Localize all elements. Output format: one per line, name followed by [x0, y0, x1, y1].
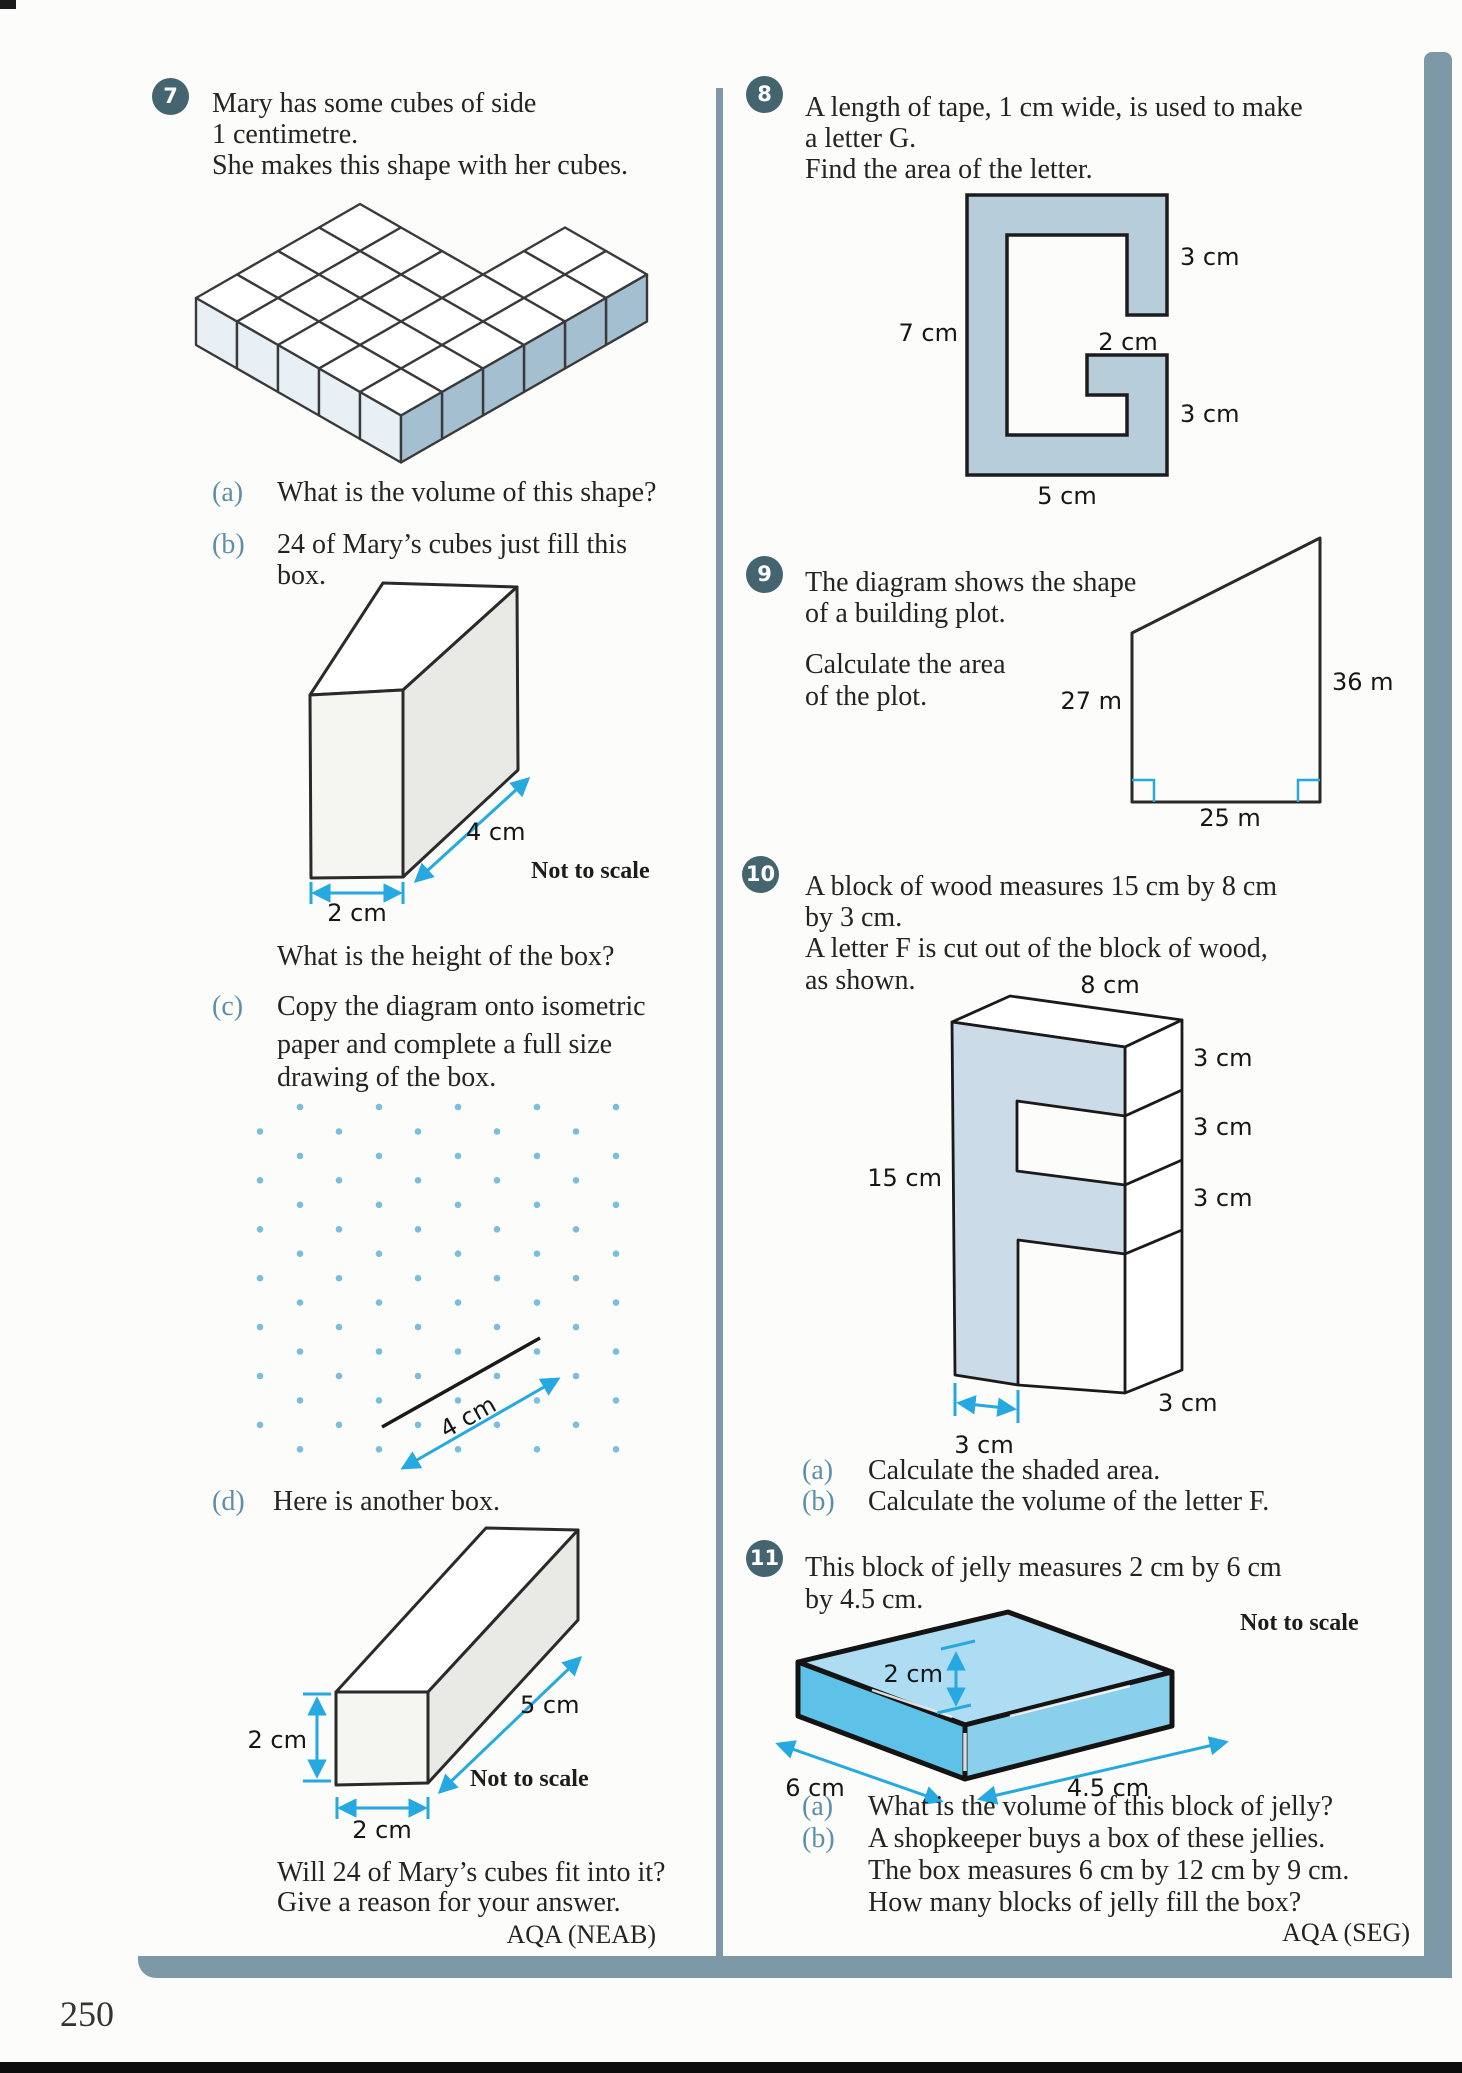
q7c-label: (c) [212, 991, 244, 1022]
q11-dimension-arrows [775, 1639, 1229, 1805]
page-number: 250 [60, 1994, 114, 2034]
q7b-label: (b) [212, 529, 245, 560]
q11b-line3: How many blocks of jelly fill the box? [868, 1887, 1302, 1918]
q8-line1: A length of tape, 1 cm wide, is used to … [805, 92, 1303, 123]
q11a-label: (a) [802, 1791, 834, 1822]
q11-line2: by 4.5 cm. [805, 1584, 924, 1615]
q10-dim-top: 8 cm [1080, 971, 1139, 999]
q10-dim-depth: 3 cm [1158, 1389, 1217, 1417]
q9-dim-bottom: 25 m [1199, 804, 1261, 832]
q10-dim-side1: 3 cm [1193, 1044, 1252, 1072]
q7c-length-label: 4 cm [435, 1390, 501, 1443]
q7c-line2: paper and complete a full size [277, 1029, 613, 1060]
q9-number-badge: 9 [746, 556, 783, 593]
q7c-line3: drawing of the box. [277, 1062, 497, 1093]
q9-right-angle-marks [1132, 778, 1320, 802]
q7b-not-to-scale: Not to scale [531, 858, 650, 884]
q7c-line1: Copy the diagram onto isometric [277, 991, 646, 1022]
q8-line2: a letter G. [805, 123, 917, 154]
q7d-not-to-scale: Not to scale [470, 1766, 589, 1792]
q7d-height-label: 2 cm [248, 1726, 307, 1754]
q11-source: AQA (SEG) [1282, 1918, 1410, 1947]
q9-plot-shape [1130, 536, 1322, 804]
q8-dim-bottom: 5 cm [1037, 482, 1096, 510]
q8-line3: Find the area of the letter. [805, 154, 1093, 185]
q9-dim-left: 27 m [1060, 687, 1122, 715]
page-border-bottom [138, 1956, 1452, 1978]
q7-intro-line1: Mary has some cubes of side [212, 88, 537, 119]
q7c-line-figure [381, 1336, 561, 1470]
q8-letter-g-shape [965, 193, 1169, 477]
q7-intro-line2: 1 centimetre. [212, 119, 359, 150]
q10-dim-width: 3 cm [954, 1431, 1013, 1459]
q10b-text: Calculate the volume of the letter F. [868, 1486, 1270, 1517]
q11b-line1: A shopkeeper buys a box of these jellies… [868, 1823, 1326, 1854]
q10a-label: (a) [802, 1455, 834, 1486]
q10-line3: A letter F is cut out of the block of wo… [805, 933, 1268, 964]
q11b-line2: The box measures 6 cm by 12 cm by 9 cm. [868, 1855, 1350, 1886]
q7-cube-slab-figure [194, 202, 649, 464]
q10b-label: (b) [802, 1486, 835, 1517]
q10-dimension-arrows [953, 1383, 1020, 1423]
page-border-right [1424, 52, 1452, 1978]
q10-dim-side2: 3 cm [1193, 1113, 1252, 1141]
q7b-text-line1: 24 of Mary’s cubes just fill this [277, 529, 627, 560]
q10-line2: by 3 cm. [805, 902, 903, 933]
q9-dim-right: 36 m [1332, 668, 1394, 696]
q7d-question-line2: Give a reason for your answer. [277, 1887, 621, 1918]
q11-jelly-figure [795, 1609, 1175, 1782]
q11-not-to-scale: Not to scale [1240, 1610, 1359, 1636]
q7-source: AQA (NEAB) [506, 1920, 657, 1949]
q7b-dimension-arrows [309, 777, 531, 904]
q11-dim-height: 2 cm [884, 1660, 943, 1688]
q10-number-badge: 10 [742, 856, 779, 893]
q11-dim-width: 6 cm [785, 1774, 844, 1802]
q11-dim-depth: 4.5 cm [1067, 1774, 1149, 1802]
q7b-text-line2: box. [277, 560, 326, 591]
scan-corner-mark [0, 0, 16, 9]
q7-intro-line3: She makes this shape with her cubes. [212, 150, 629, 181]
q7a-text: What is the volume of this shape? [277, 477, 657, 508]
q11a-text: What is the volume of this block of jell… [868, 1791, 1334, 1822]
q8-dim-left: 7 cm [899, 319, 958, 347]
q9-line4: of the plot. [805, 681, 928, 712]
q11-line1: This block of jelly measures 2 cm by 6 c… [805, 1552, 1282, 1583]
q10-dim-side3: 3 cm [1193, 1184, 1252, 1212]
column-divider [716, 88, 723, 1956]
q7d-depth-label: 5 cm [520, 1691, 579, 1719]
q10-letter-f-figure [950, 994, 1184, 1395]
q8-dim-middle: 2 cm [1098, 328, 1157, 356]
q7a-label: (a) [212, 477, 244, 508]
scan-edge [0, 2062, 1462, 2073]
q7c-dot-paper [256, 1103, 620, 1453]
q11b-label: (b) [802, 1823, 835, 1854]
q10a-text: Calculate the shaded area. [868, 1455, 1161, 1486]
q7b-width-label: 2 cm [327, 899, 386, 927]
q9-line1: The diagram shows the shape [805, 567, 1137, 598]
q7d-text: Here is another box. [273, 1486, 501, 1517]
q8-dim-top-right: 3 cm [1180, 243, 1239, 271]
q7b-depth-label: 4 cm [466, 818, 525, 846]
q7d-question-line1: Will 24 of Mary’s cubes fit into it? [277, 1857, 666, 1888]
q10-line4: as shown. [805, 965, 916, 996]
q10-line1: A block of wood measures 15 cm by 8 cm [805, 871, 1278, 902]
q9-line3: Calculate the area [805, 649, 1006, 680]
q10-dim-left: 15 cm [867, 1164, 942, 1192]
q7-number-badge: 7 [152, 78, 189, 115]
q7d-box-figure [334, 1526, 580, 1787]
q7d-width-label: 2 cm [352, 1816, 411, 1844]
q7d-label: (d) [212, 1486, 245, 1517]
q8-number-badge: 8 [746, 76, 783, 113]
q7b-question: What is the height of the box? [277, 941, 615, 972]
q11-number-badge: 11 [746, 1540, 783, 1577]
q7d-dimension-arrows [303, 1655, 583, 1819]
q8-dim-bottom-right: 3 cm [1180, 400, 1239, 428]
q9-line2: of a building plot. [805, 598, 1006, 629]
